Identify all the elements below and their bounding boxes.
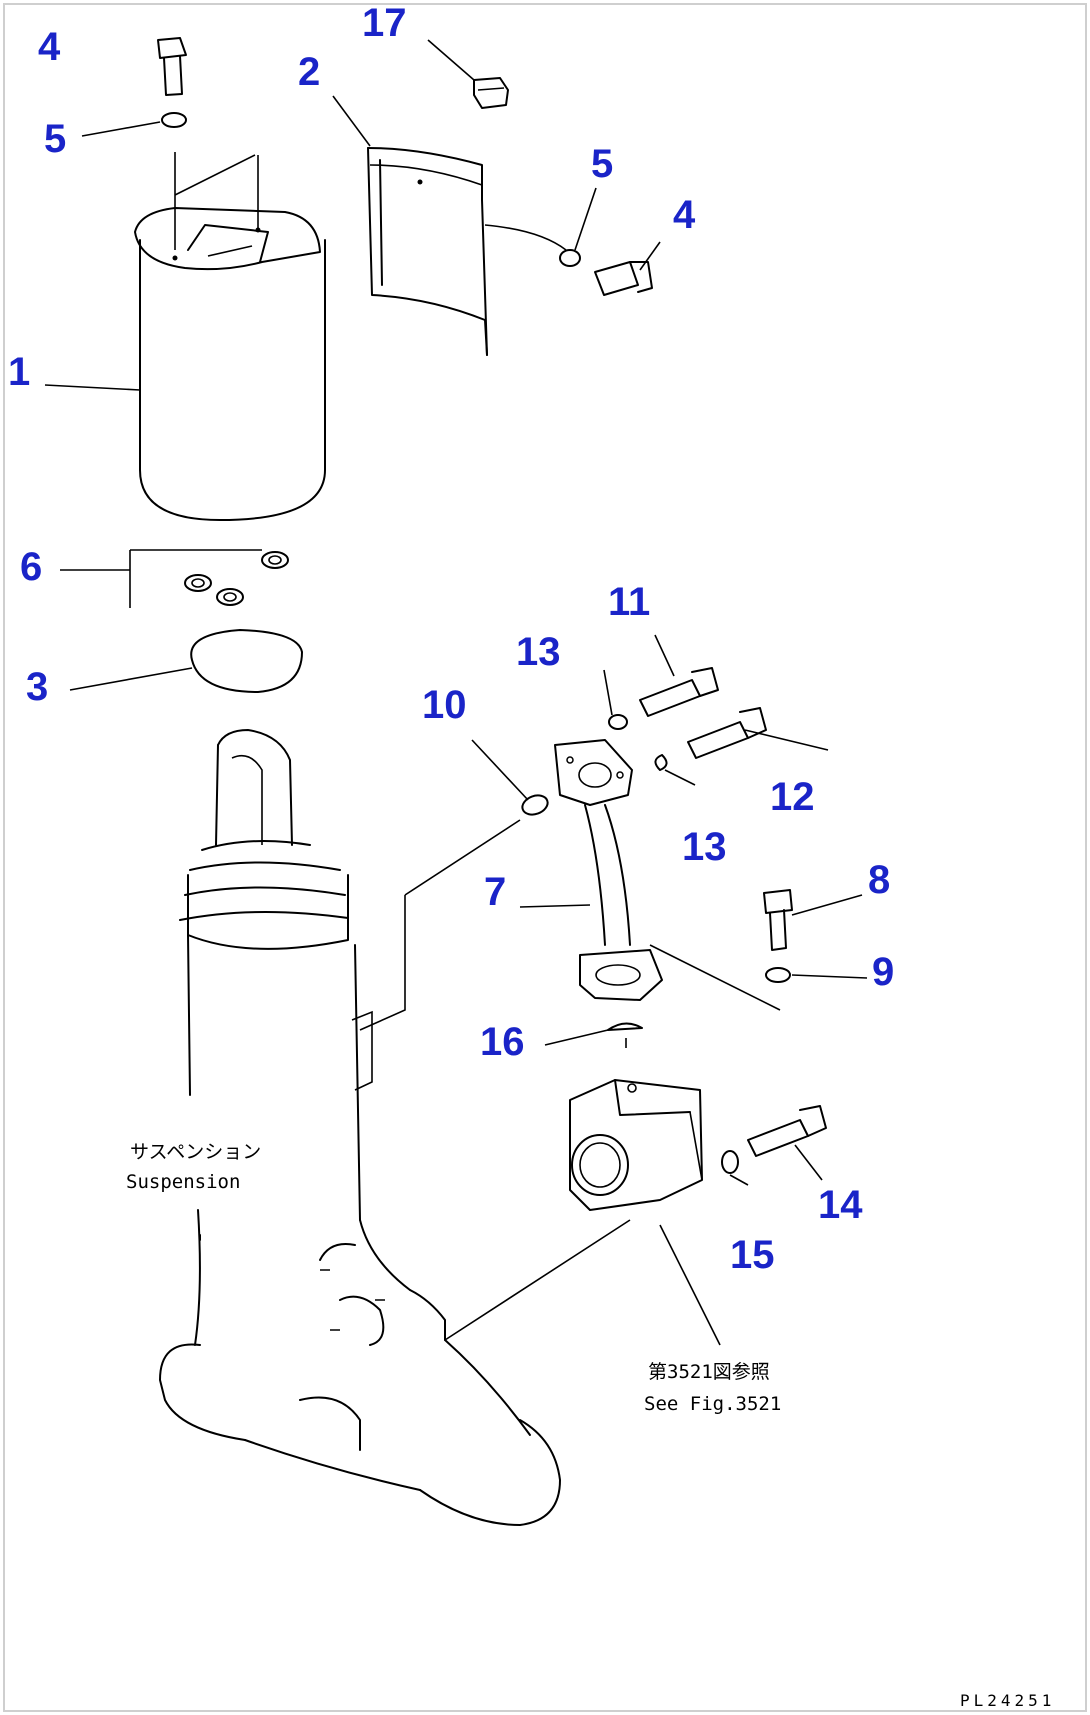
- part-9-washer: [765, 967, 791, 983]
- callout-13-top: 13: [516, 630, 561, 674]
- suspension-cylinder: [159, 729, 561, 1526]
- callout-14: 14: [818, 1183, 863, 1227]
- callout-8: 8: [868, 858, 890, 902]
- part-2-shield: [367, 147, 567, 356]
- part-10-oring: [404, 794, 549, 896]
- callout-3: 3: [26, 665, 48, 709]
- part-7-elbow: [554, 739, 781, 1011]
- part-16-oring: [607, 1022, 643, 1048]
- callout-4-right: 4: [673, 193, 696, 237]
- part-17-plug: [473, 77, 509, 109]
- note-suspension-jp: サスペンション: [130, 1141, 261, 1163]
- part-4-bolt-top: [157, 37, 187, 96]
- part-5-washer-top: [161, 112, 187, 128]
- callout-5-right: 5: [591, 142, 613, 186]
- callout-17: 17: [362, 1, 407, 45]
- note-suspension-en: Suspension: [126, 1171, 240, 1193]
- callout-4-top: 4: [38, 25, 61, 69]
- diagram-border: [3, 3, 1087, 1712]
- callout-1: 1: [8, 350, 30, 394]
- callout-16: 16: [480, 1020, 525, 1064]
- callout-11: 11: [608, 580, 650, 624]
- drawing-code: PL24251: [960, 1691, 1055, 1710]
- part-12-bolt: [687, 707, 767, 759]
- part-13-washer-b: [654, 754, 668, 771]
- callout-2: 2: [298, 50, 320, 94]
- callout-13-bottom: 13: [682, 825, 727, 869]
- part-15-washer: [721, 1150, 739, 1174]
- callout-15: 15: [730, 1233, 775, 1277]
- part-5-washer-right: [559, 249, 581, 267]
- part-13-washer-a: [608, 714, 628, 730]
- callout-12: 12: [770, 775, 815, 819]
- part-6-shims: [129, 549, 289, 608]
- leader-lines: [44, 39, 868, 1346]
- note-see-fig-en: See Fig.3521: [644, 1393, 781, 1415]
- callout-9: 9: [872, 950, 894, 994]
- callout-6: 6: [20, 545, 42, 589]
- part-8-bolt: [763, 889, 793, 951]
- callout-5-top: 5: [44, 117, 66, 161]
- part-14-bolt: [747, 1105, 827, 1157]
- part-1-cover: [134, 152, 326, 521]
- callout-10: 10: [422, 683, 467, 727]
- part-4-bolt-right: [594, 261, 653, 296]
- note-see-fig-jp: 第3521図参照: [648, 1361, 770, 1383]
- callout-7: 7: [484, 870, 506, 914]
- mounting-block: [444, 1079, 703, 1341]
- part-11-bolt: [639, 667, 719, 717]
- part-3-oring: [190, 629, 303, 693]
